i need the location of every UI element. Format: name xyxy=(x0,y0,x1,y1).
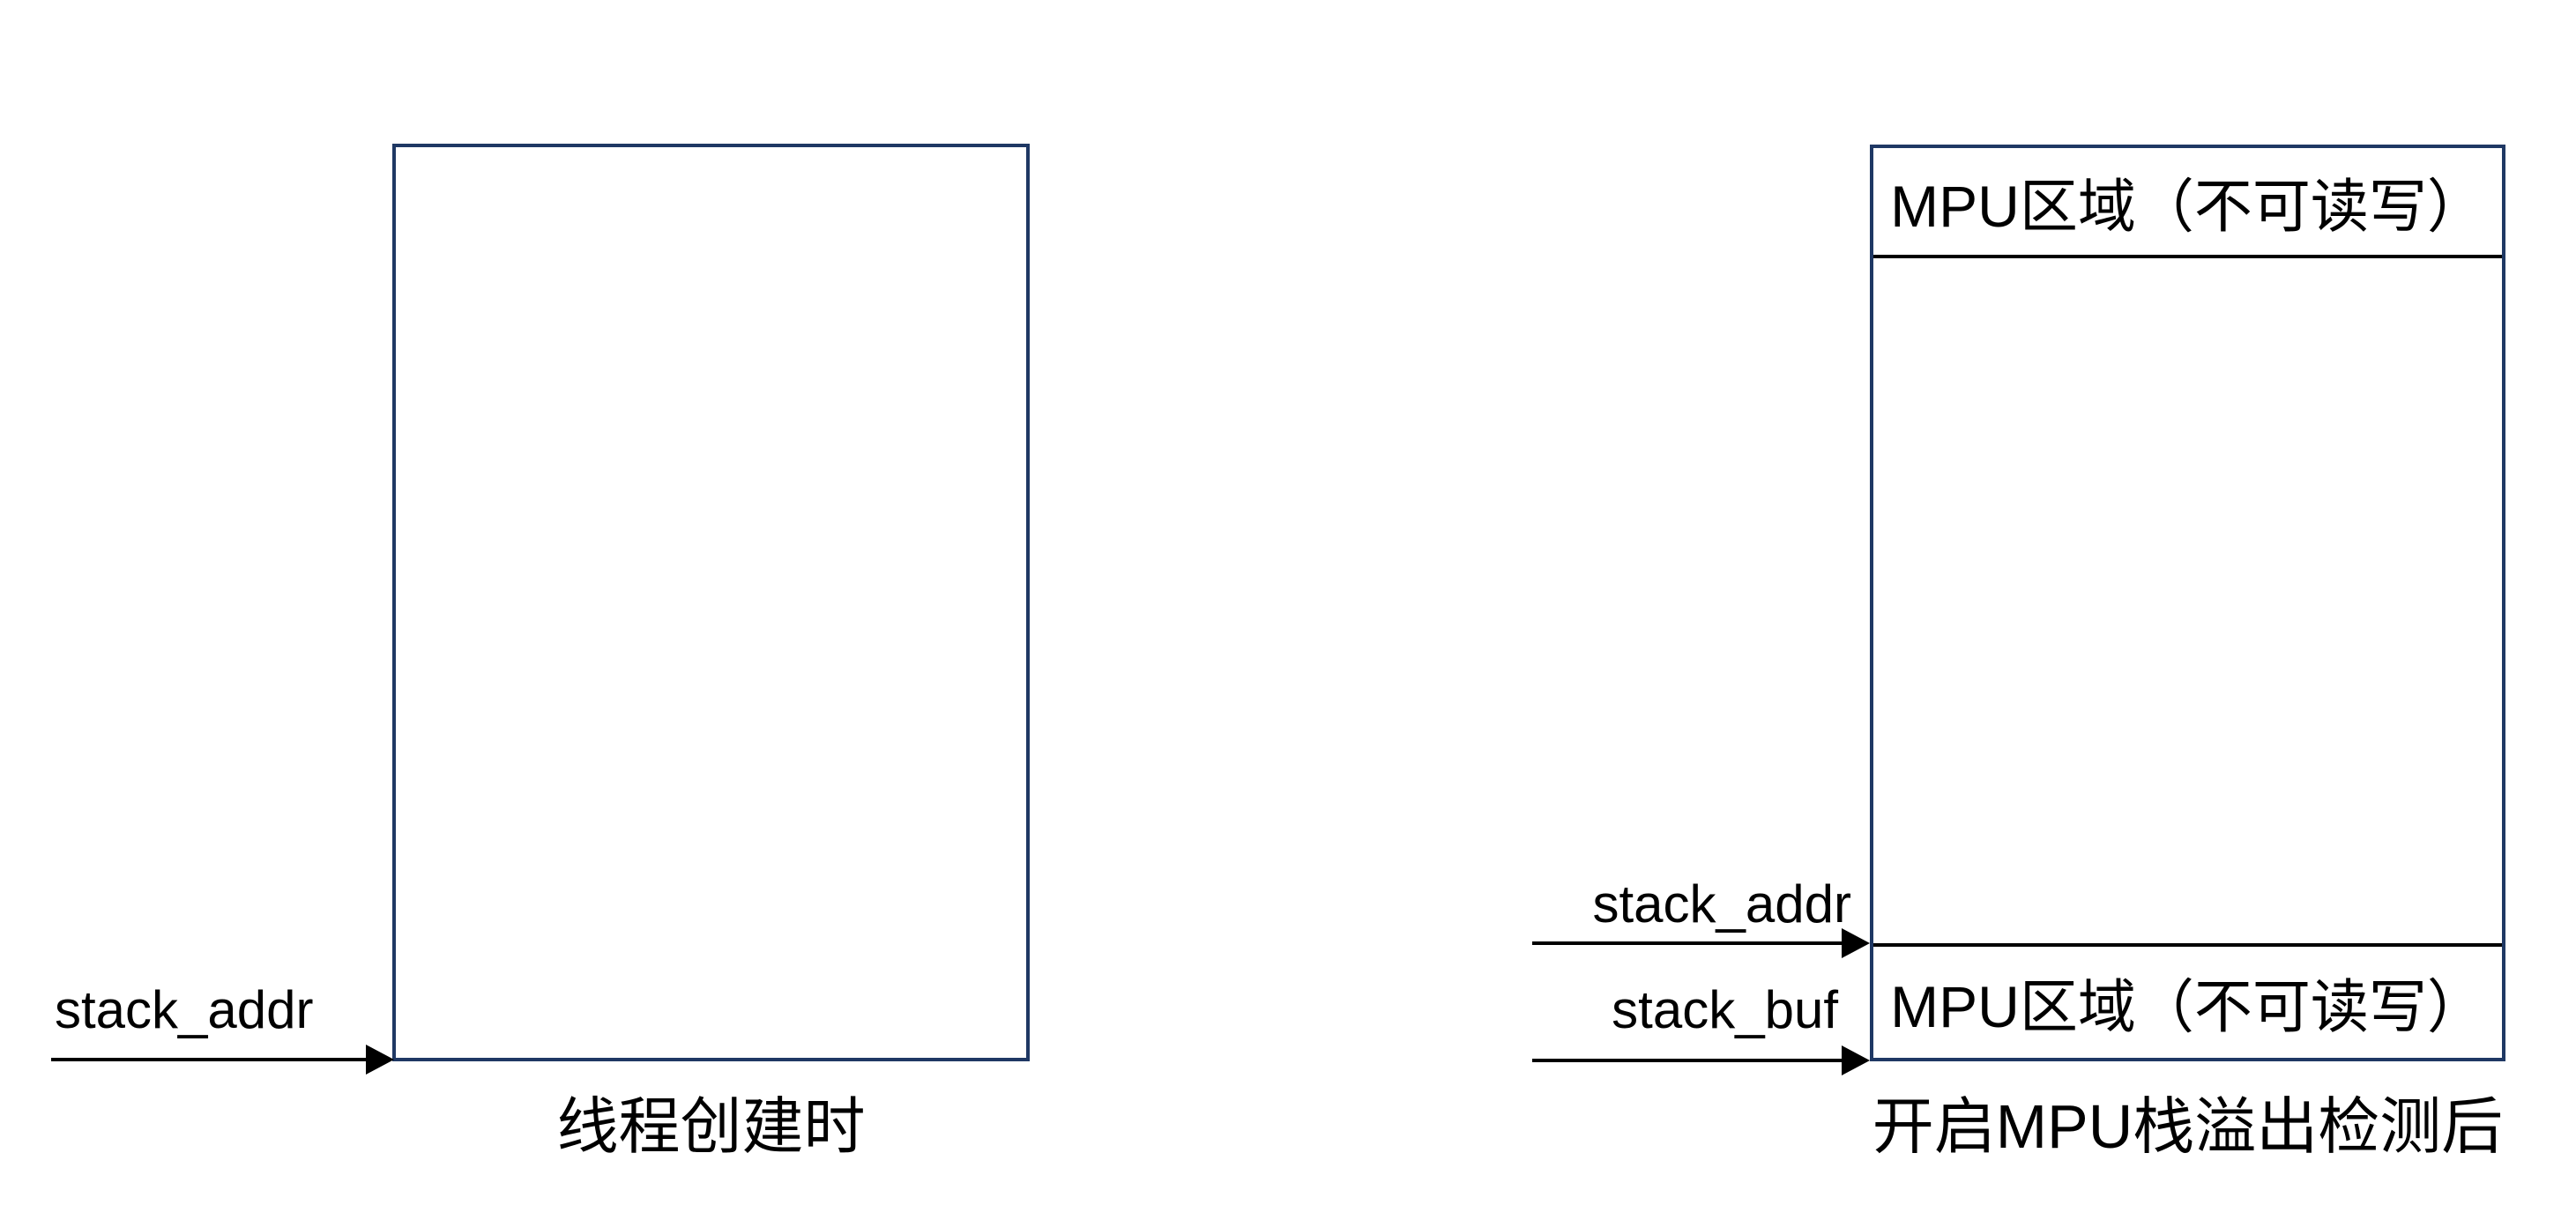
thread-stack-box xyxy=(392,144,1030,1061)
mpu-stack-box: MPU区域（不可读写） MPU区域（不可读写） xyxy=(1870,145,2505,1061)
stack-buf-arrow-head-right xyxy=(1842,1045,1870,1075)
stack-addr-arrow-line-left xyxy=(51,1058,369,1061)
stack-free-region xyxy=(1873,258,2502,943)
stack-addr-arrow-head-right xyxy=(1842,928,1870,958)
mpu-region-top: MPU区域（不可读写） xyxy=(1873,148,2502,258)
stack-buf-arrow-line-right xyxy=(1532,1059,1847,1062)
stack-addr-label-right: stack_addr xyxy=(1592,874,1852,934)
stack-addr-arrow-head-left xyxy=(366,1045,394,1075)
mpu-region-bottom: MPU区域（不可读写） xyxy=(1873,943,2502,1058)
stack-buf-label-right: stack_buf xyxy=(1612,980,1838,1039)
left-caption: 线程创建时 xyxy=(556,1092,866,1161)
right-caption: 开启MPU栈溢出检测后 xyxy=(1872,1092,2504,1161)
stack-addr-arrow-line-right xyxy=(1532,941,1847,945)
stack-addr-label-left: stack_addr xyxy=(55,980,314,1039)
